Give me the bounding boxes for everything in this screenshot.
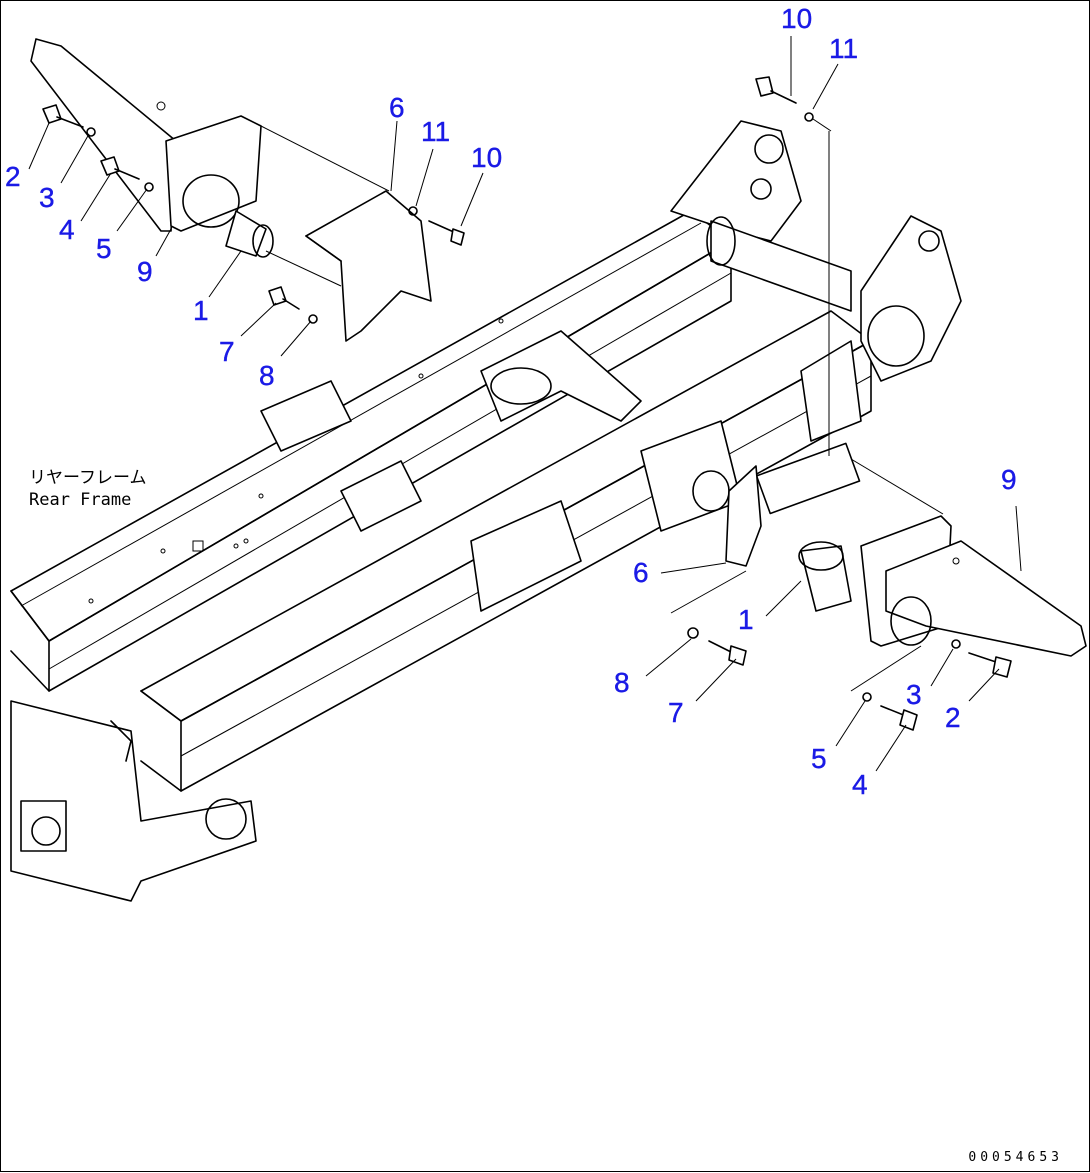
callout-8-right: 8	[614, 667, 630, 698]
arm-brackets	[670, 120, 962, 515]
right-bushing-1	[798, 541, 852, 612]
right-mount-bracket-6	[725, 465, 762, 567]
cross-members	[260, 330, 742, 612]
drawing-number: 00054653	[968, 1150, 1063, 1165]
callout-9-right: 9	[1001, 464, 1017, 495]
left-leader-lines	[28, 36, 839, 357]
right-fender-bracket-9	[860, 505, 1087, 657]
callout-11-left: 11	[421, 116, 451, 147]
callout-5-right: 5	[811, 743, 827, 774]
callout-4-left: 4	[59, 214, 75, 245]
frame-label-jp: リヤーフレーム	[29, 468, 147, 488]
left-bushing-1	[225, 210, 274, 258]
rear-hitch	[10, 700, 257, 902]
callout-2-right: 2	[945, 702, 961, 733]
left-bolts-washers	[42, 76, 832, 456]
left-mount-bracket-6	[305, 190, 432, 342]
callout-10-left: 10	[471, 142, 503, 173]
callout-10-top: 10	[781, 3, 813, 34]
left-fender-bracket-9	[30, 38, 262, 232]
callout-6-left: 6	[389, 92, 405, 123]
callout-6-right: 6	[633, 557, 649, 588]
callout-2-left: 2	[5, 161, 21, 192]
frame-holes	[88, 318, 504, 604]
callout-7-left: 7	[219, 336, 235, 367]
callout-3-right: 3	[906, 679, 922, 710]
callout-5-left: 5	[96, 233, 112, 264]
frame-label-en: Rear Frame	[29, 490, 132, 510]
right-leader-lines	[645, 458, 1000, 772]
callout-9-left: 9	[137, 256, 153, 287]
callout-3-left: 3	[39, 182, 55, 213]
callout-7-right: 7	[668, 697, 684, 728]
callout-1-left: 1	[193, 295, 209, 326]
callout-11-top: 11	[829, 33, 859, 64]
callout-4-right: 4	[852, 769, 868, 800]
right-bolts-washers	[687, 627, 1012, 731]
callout-1-right: 1	[738, 604, 754, 635]
callout-8-left: 8	[259, 360, 275, 391]
